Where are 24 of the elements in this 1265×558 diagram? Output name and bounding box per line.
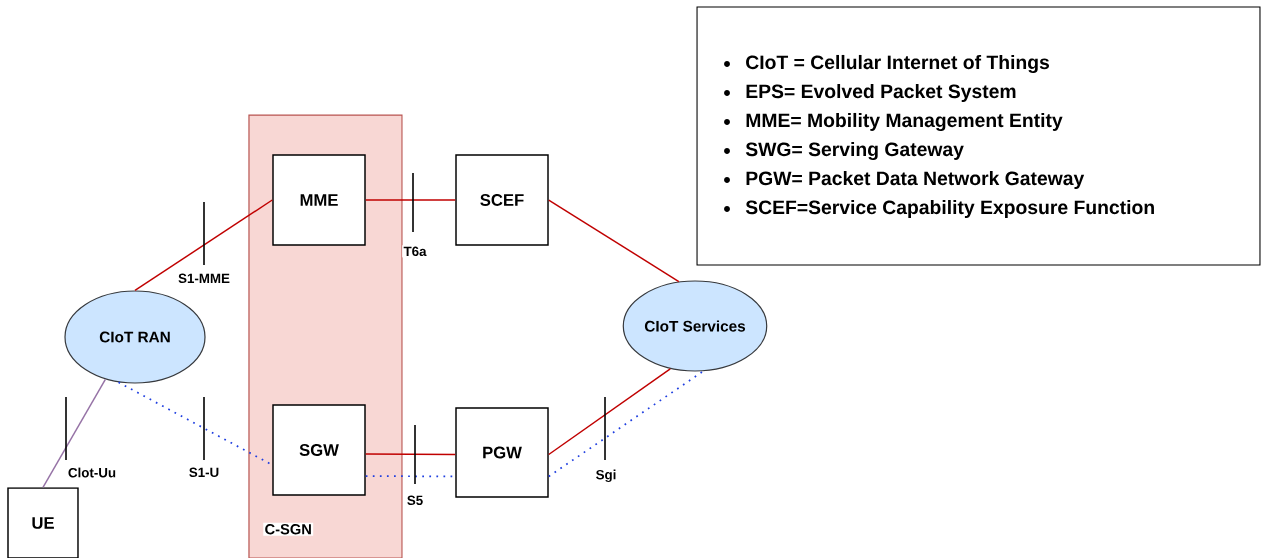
glossary-item: SCEF=Service Capability Exposure Function: [745, 200, 1154, 218]
glossary-item: CIoT = Cellular Internet of Things: [746, 54, 1050, 74]
connector: [134, 199, 273, 292]
process-box: SCEF: [455, 154, 549, 246]
edge-label: Sgi: [596, 469, 616, 483]
edge-label: S1-MME: [178, 273, 230, 284]
process-box: UE: [7, 487, 79, 558]
process-box: SGW: [272, 404, 366, 496]
connector: [548, 368, 671, 456]
edge-label: T6a: [403, 246, 427, 257]
edge-label: S1-U: [189, 467, 219, 478]
connector: [547, 370, 704, 478]
glossary-item: EPS= Evolved Packet System: [746, 84, 1016, 102]
glossary-item: SWG= Serving Gateway: [745, 141, 964, 161]
process-box: MME: [272, 154, 366, 246]
edge-label: Clot-Uu: [68, 467, 116, 478]
glossary-item: MME= Mobility Management Entity: [746, 112, 1063, 132]
glossary-item: PGW= Packet Data Network Gateway: [746, 171, 1085, 189]
connector: [365, 453, 456, 456]
connector: [365, 199, 456, 201]
connector: [42, 378, 107, 488]
edge-label: S5: [407, 495, 423, 506]
process-box: PGW: [455, 407, 549, 498]
connector: [548, 199, 680, 283]
